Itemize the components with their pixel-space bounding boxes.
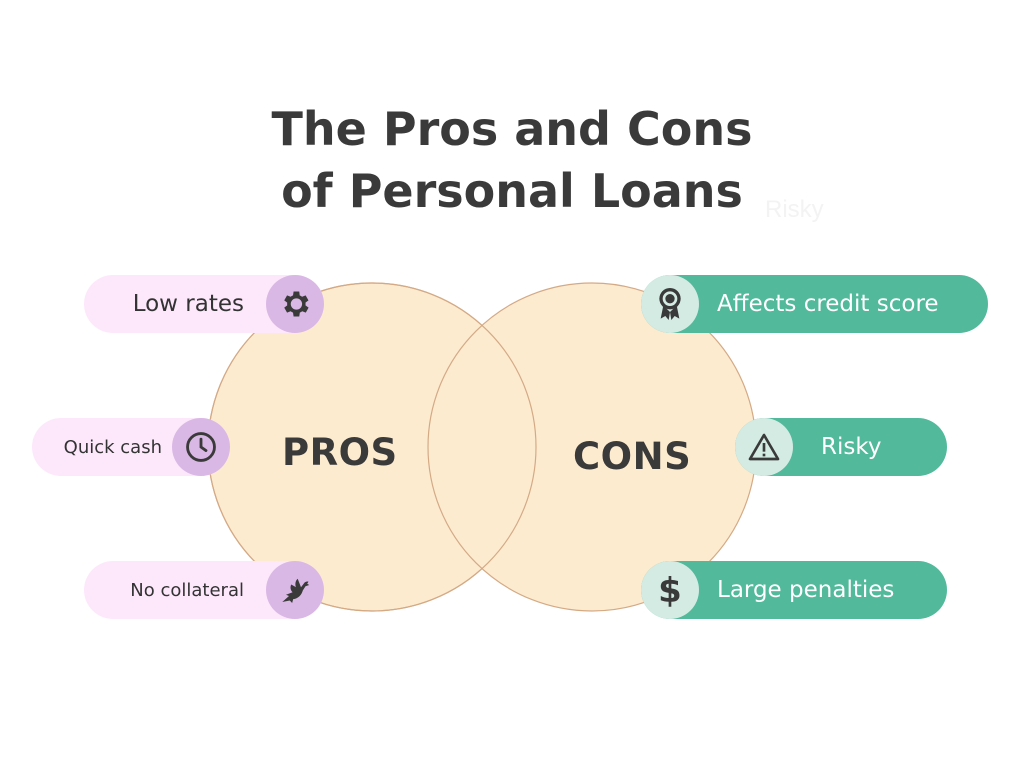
faint-watermark-text: Risky	[765, 196, 824, 223]
gear-icon	[266, 275, 324, 333]
con-item-label: Large penalties	[717, 577, 895, 603]
dollar-icon: $	[641, 561, 699, 619]
pro-item-quick-cash: Quick cash	[32, 418, 230, 476]
con-item-label: Affects credit score	[717, 291, 939, 317]
page-title: The Pros and Cons of Personal Loans	[0, 98, 1024, 222]
cons-circle-label: CONS	[573, 435, 692, 478]
pro-item-label: No collateral	[130, 579, 244, 601]
clock-icon	[172, 418, 230, 476]
con-item-affects-credit-score: Affects credit score	[641, 275, 988, 333]
pro-item-no-collateral: No collateral	[84, 561, 324, 619]
warning-icon	[735, 418, 793, 476]
pro-item-label: Low rates	[132, 291, 244, 317]
con-item-risky: Risky	[735, 418, 947, 476]
award-ribbon-icon	[641, 275, 699, 333]
pro-item-label: Quick cash	[63, 436, 162, 458]
pros-circle-label: PROS	[282, 431, 398, 474]
con-item-large-penalties: $ Large penalties	[641, 561, 947, 619]
title-line-2: of Personal Loans	[281, 164, 743, 218]
pro-item-low-rates: Low rates	[84, 275, 324, 333]
con-item-label: Risky	[821, 434, 882, 460]
dove-icon	[266, 561, 324, 619]
svg-text:$: $	[658, 573, 682, 607]
title-line-1: The Pros and Cons	[271, 102, 753, 156]
